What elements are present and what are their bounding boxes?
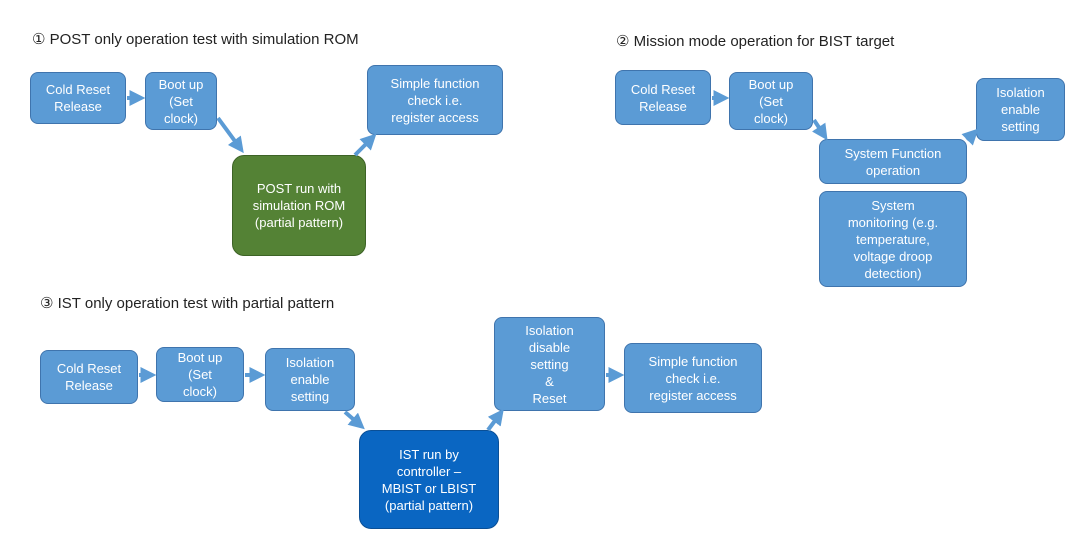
s3-simple-check-box: Simple function check i.e. register acce… xyxy=(624,343,762,413)
s2-system-monitoring-box: System monitoring (e.g. temperature, vol… xyxy=(819,191,967,287)
s1-cold-reset-box: Cold Reset Release xyxy=(30,72,126,124)
section-2-title: ② Mission mode operation for BIST target xyxy=(616,33,895,50)
s3-cold-reset-box: Cold Reset Release xyxy=(40,350,138,404)
s3-isolation-enable-box: Isolation enable setting xyxy=(265,348,355,411)
s3-boot-up-box: Boot up (Set clock) xyxy=(156,347,244,402)
s1-simple-check-box: Simple function check i.e. register acce… xyxy=(367,65,503,135)
s2-isolation-enable-box: Isolation enable setting xyxy=(976,78,1065,141)
s3-arrow-ist-to-isodis xyxy=(486,408,504,432)
s1-post-run-box: POST run with simulation ROM (partial pa… xyxy=(232,155,366,256)
section-3-title: ③ IST only operation test with partial p… xyxy=(40,295,335,312)
s2-cold-reset-box: Cold Reset Release xyxy=(615,70,711,125)
s1-arrow-boot-to-post xyxy=(216,116,244,154)
s1-arrow-post-to-check xyxy=(353,133,377,157)
s3-isolation-disable-box: Isolation disable setting & Reset xyxy=(494,317,605,411)
s3-arrow-iso-to-ist xyxy=(343,410,365,430)
s2-arrow-sysfunc-to-iso xyxy=(961,128,979,146)
section-1-title: ① POST only operation test with simulati… xyxy=(32,31,359,48)
s2-arrow-boot-to-sysfunc xyxy=(812,118,828,141)
s2-system-function-box: System Function operation xyxy=(819,139,967,184)
s3-ist-run-box: IST run by controller – MBIST or LBIST (… xyxy=(359,430,499,529)
s2-boot-up-box: Boot up (Set clock) xyxy=(729,72,813,130)
s1-boot-up-box: Boot up (Set clock) xyxy=(145,72,217,130)
